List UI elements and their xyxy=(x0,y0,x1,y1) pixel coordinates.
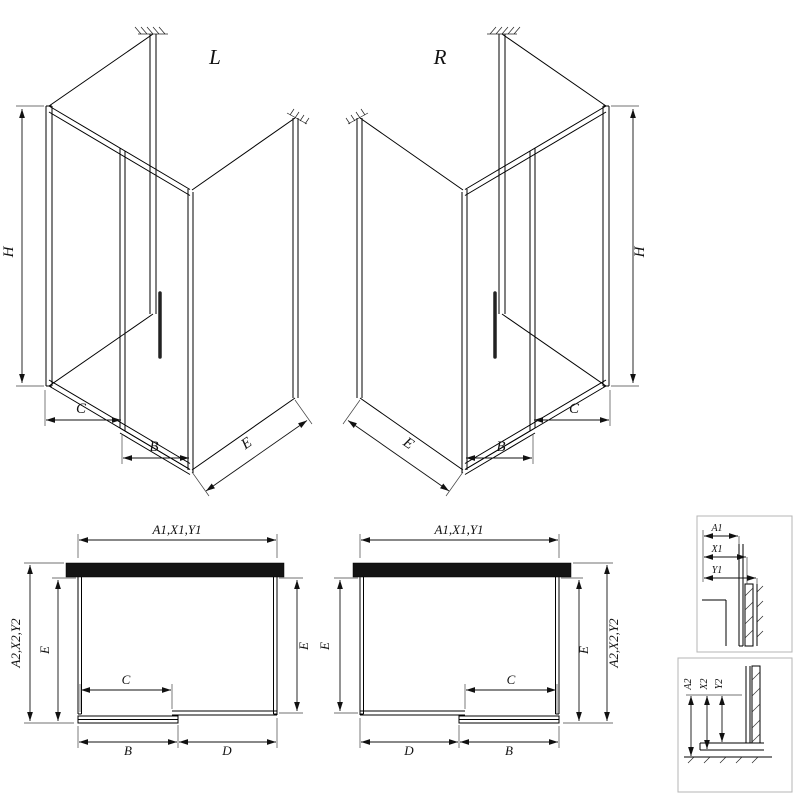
fixed-front-panel xyxy=(172,710,278,716)
detail-depth-drawing xyxy=(684,665,772,764)
wall-hatching-back-right xyxy=(487,26,521,35)
dimensions-iso-right: H C B E xyxy=(342,105,648,497)
extension-lines xyxy=(16,105,313,497)
dim-label-h: H xyxy=(632,245,648,258)
dim-label-y2: Y2 xyxy=(714,679,725,690)
dim-label-d: D xyxy=(221,743,232,758)
iso-view-left: H C B E L xyxy=(1,26,313,497)
right-side-panel xyxy=(191,117,299,471)
wall-hatching xyxy=(756,585,764,638)
wall-profile-section xyxy=(751,665,761,744)
floor-hatching xyxy=(687,756,759,764)
iso-view-right: H C B E R xyxy=(342,26,648,497)
dimensions-plan-right: A1,X1,Y1 A2,X2,Y2 E E C D B xyxy=(317,522,621,758)
reference-extensions xyxy=(702,530,758,584)
detail-box xyxy=(696,515,793,653)
front-corner-post xyxy=(187,189,194,473)
right-side-panel xyxy=(501,33,607,387)
adjacent-panel-corner xyxy=(702,599,727,646)
dim-label-a2: A2,X2,Y2 xyxy=(8,618,23,669)
side-glass-panels xyxy=(77,577,278,715)
dim-label-e-left: E xyxy=(317,642,332,651)
glass-section xyxy=(745,666,751,743)
door-bottom-rail xyxy=(119,427,191,475)
detail-width-measuring: A1 X1 Y1 xyxy=(696,515,793,653)
fixed-front-panel xyxy=(359,710,465,716)
plan-left-drawing xyxy=(65,562,285,724)
dim-label-x2: X2 xyxy=(699,678,710,690)
plan-view-left: A1,X1,Y1 A2,X2,Y2 E E C B D xyxy=(8,522,311,758)
dim-label-e: E xyxy=(399,434,416,453)
front-corner-post xyxy=(461,189,468,473)
back-wall-band xyxy=(65,562,285,578)
dim-label-c: C xyxy=(76,401,87,417)
bottom-rail-section xyxy=(699,742,764,751)
left-side-panel xyxy=(356,117,464,471)
profile-hatching xyxy=(751,671,761,743)
dim-label-h: H xyxy=(1,245,17,258)
left-wall-profile xyxy=(45,105,53,387)
glass-section xyxy=(738,544,744,647)
dim-label-d: D xyxy=(403,743,414,758)
dim-label-e-right: E xyxy=(296,642,311,651)
dim-label-e: E xyxy=(238,435,255,454)
right-wall-profile xyxy=(602,105,610,387)
dim-line-e xyxy=(205,420,308,492)
profile-hatching xyxy=(744,587,754,639)
view-label-right: R xyxy=(433,45,447,69)
enclosure-right-drawing xyxy=(345,26,610,475)
dim-label-a2: A2,X2,Y2 xyxy=(606,618,621,669)
door-edge xyxy=(529,148,536,431)
detail-box xyxy=(677,657,793,793)
dim-label-e-left: E xyxy=(37,646,52,655)
dim-label-y1: Y1 xyxy=(712,565,723,576)
dim-label-a1: A1,X1,Y1 xyxy=(151,522,201,537)
view-label-left: L xyxy=(208,45,221,69)
wall-hatching-back-left xyxy=(345,108,369,125)
dimensions-plan-left: A1,X1,Y1 A2,X2,Y2 E E C B D xyxy=(8,522,311,758)
dim-label-x1: X1 xyxy=(710,544,722,555)
plan-right-drawing xyxy=(352,562,572,724)
plan-view-right: A1,X1,Y1 A2,X2,Y2 E E C D B xyxy=(317,522,621,758)
dim-label-c: C xyxy=(122,672,131,687)
left-side-panel xyxy=(48,33,154,387)
detail-depth-measuring: A2 X2 Y2 xyxy=(677,657,793,793)
extension-lines xyxy=(24,534,303,748)
dim-label-b: B xyxy=(124,743,132,758)
dim-label-b: B xyxy=(505,743,513,758)
dim-label-b: B xyxy=(496,439,505,455)
dim-label-c: C xyxy=(569,401,580,417)
door-edge xyxy=(119,148,126,431)
back-right-post xyxy=(498,34,506,314)
detail-width-drawing xyxy=(702,530,764,647)
extension-lines xyxy=(342,105,639,497)
dim-label-b: B xyxy=(149,439,158,455)
dim-label-a1: A1,X1,Y1 xyxy=(433,522,483,537)
wall-hatching-back-right xyxy=(286,108,310,125)
wall-profile-section xyxy=(744,583,754,647)
dim-label-a1: A1 xyxy=(710,523,722,534)
back-wall-band xyxy=(352,562,572,578)
door-bottom-rail xyxy=(464,427,536,475)
dim-label-a2: A2 xyxy=(683,678,694,690)
wall-hatching-back-left xyxy=(134,26,168,35)
side-glass-panels xyxy=(359,577,560,715)
dim-line-e xyxy=(347,420,450,492)
extension-lines xyxy=(334,534,613,748)
dim-label-e-right: E xyxy=(576,646,591,655)
back-left-post xyxy=(149,34,157,314)
dim-label-c: C xyxy=(507,672,516,687)
